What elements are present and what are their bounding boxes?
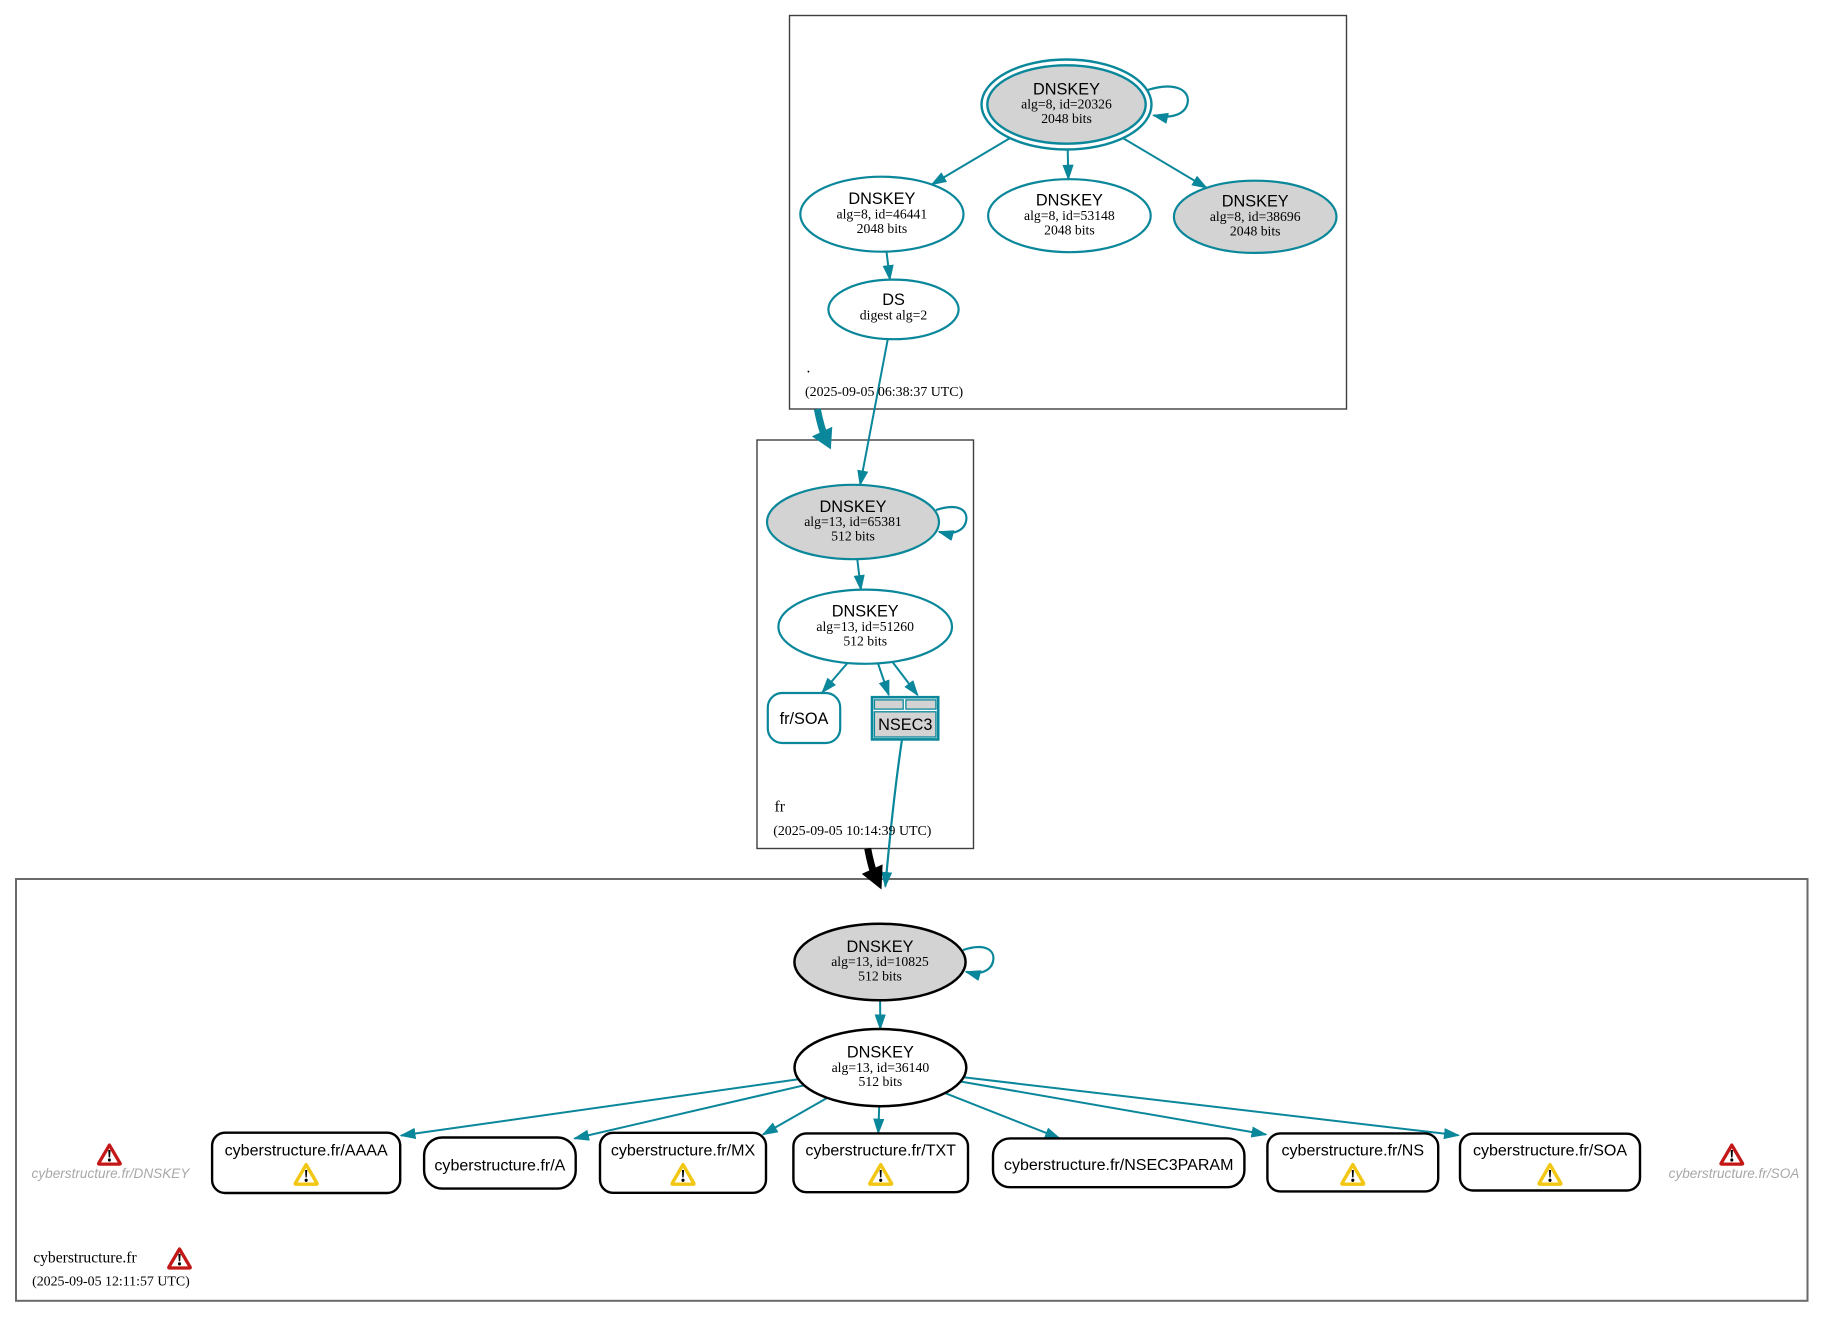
svg-text:alg=8, id=38696: alg=8, id=38696 <box>1210 209 1301 224</box>
svg-text:DNSKEY: DNSKEY <box>832 603 899 621</box>
svg-text:DNSKEY: DNSKEY <box>848 190 915 208</box>
svg-text:(2025-09-05 06:38:37 UTC): (2025-09-05 06:38:37 UTC) <box>805 385 964 400</box>
svg-text:cyberstructure.fr/AAAA: cyberstructure.fr/AAAA <box>225 1141 388 1159</box>
svg-text:DNSKEY: DNSKEY <box>847 938 914 956</box>
svg-text:512 bits: 512 bits <box>858 969 902 984</box>
svg-text:cyberstructure.fr/MX: cyberstructure.fr/MX <box>611 1141 756 1159</box>
svg-text:cyberstructure.fr/NSEC3PARAM: cyberstructure.fr/NSEC3PARAM <box>1004 1156 1234 1174</box>
svg-text:cyberstructure.fr/NS: cyberstructure.fr/NS <box>1282 1141 1425 1159</box>
svg-text:cyberstructure.fr/SOA: cyberstructure.fr/SOA <box>1669 1166 1800 1181</box>
svg-text:2048 bits: 2048 bits <box>1230 223 1281 238</box>
svg-text:DNSKEY: DNSKEY <box>1036 192 1103 210</box>
svg-text:cyberstructure.fr/A: cyberstructure.fr/A <box>434 1156 565 1174</box>
svg-text:alg=8, id=20326: alg=8, id=20326 <box>1021 97 1112 112</box>
svg-text:512 bits: 512 bits <box>831 529 875 544</box>
svg-text:cyberstructure.fr/DNSKEY: cyberstructure.fr/DNSKEY <box>32 1166 191 1181</box>
svg-text:DNSKEY: DNSKEY <box>1222 193 1289 211</box>
svg-text:2048 bits: 2048 bits <box>1041 111 1092 126</box>
svg-text:DS: DS <box>882 291 905 309</box>
svg-text:cyberstructure.fr: cyberstructure.fr <box>33 1250 137 1267</box>
svg-text:alg=13, id=65381: alg=13, id=65381 <box>804 514 902 529</box>
svg-text:2048 bits: 2048 bits <box>1044 222 1095 237</box>
svg-text:DNSKEY: DNSKEY <box>1033 80 1100 98</box>
svg-text:512 bits: 512 bits <box>859 1074 903 1089</box>
svg-text:DNSKEY: DNSKEY <box>847 1043 914 1061</box>
svg-text:alg=8, id=53148: alg=8, id=53148 <box>1024 208 1115 223</box>
svg-text:cyberstructure.fr/SOA: cyberstructure.fr/SOA <box>1473 1141 1627 1159</box>
svg-text:alg=8, id=46441: alg=8, id=46441 <box>837 206 928 221</box>
svg-text:alg=13, id=10825: alg=13, id=10825 <box>831 954 929 969</box>
svg-text:fr/SOA: fr/SOA <box>780 710 829 728</box>
svg-text:.: . <box>807 360 811 377</box>
svg-text:512 bits: 512 bits <box>843 633 887 648</box>
svg-text:2048 bits: 2048 bits <box>857 221 908 236</box>
svg-text:DNSKEY: DNSKEY <box>820 498 887 516</box>
svg-text:(2025-09-05 12:11:57 UTC): (2025-09-05 12:11:57 UTC) <box>32 1275 190 1290</box>
svg-text:fr: fr <box>775 798 786 815</box>
svg-text:NSEC3: NSEC3 <box>878 716 932 734</box>
svg-text:cyberstructure.fr/TXT: cyberstructure.fr/TXT <box>805 1141 956 1159</box>
svg-text:alg=13, id=36140: alg=13, id=36140 <box>832 1060 930 1075</box>
svg-text:alg=13, id=51260: alg=13, id=51260 <box>816 619 914 634</box>
svg-text:digest alg=2: digest alg=2 <box>860 308 928 323</box>
svg-text:(2025-09-05 10:14:39 UTC): (2025-09-05 10:14:39 UTC) <box>773 824 932 839</box>
